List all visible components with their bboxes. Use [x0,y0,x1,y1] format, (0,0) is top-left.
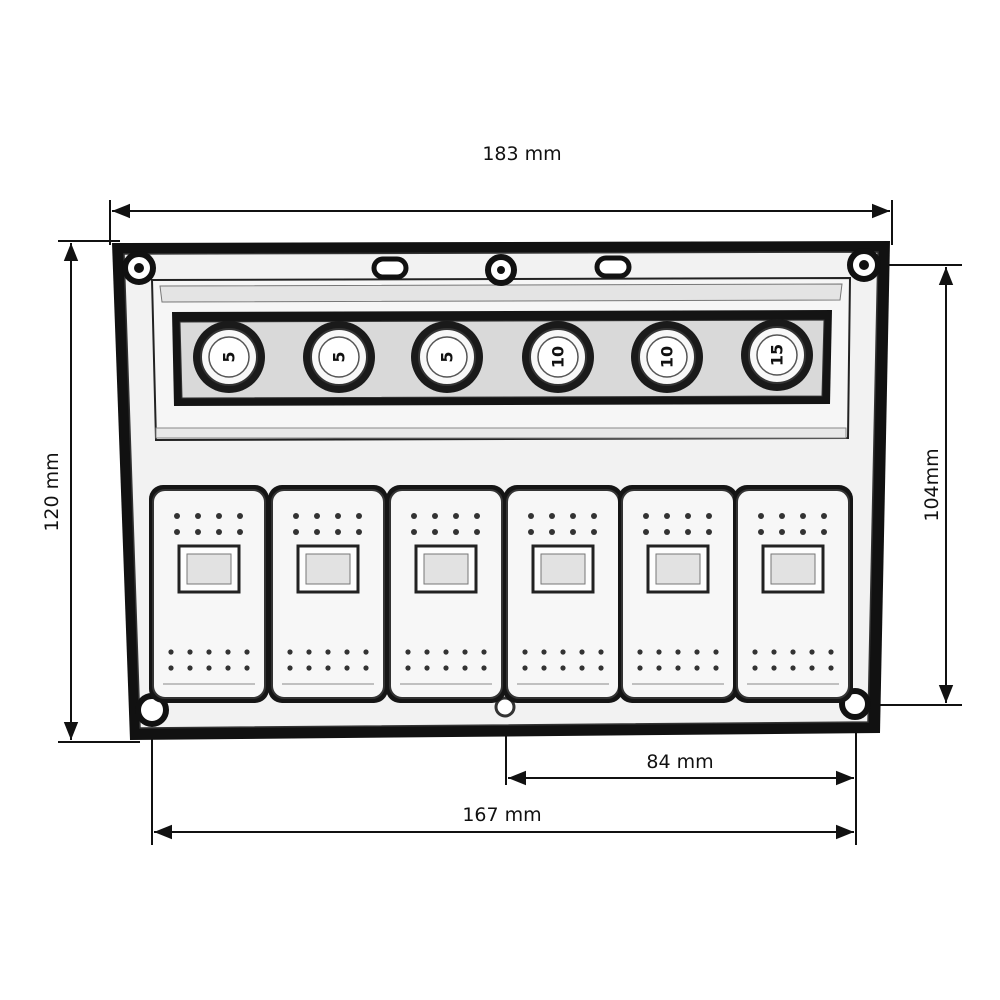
fuse-rating: 10 [549,346,568,368]
rocker-switch[interactable] [149,485,269,703]
fuse-holder: 10 [522,321,594,393]
fuse-holder: 5 [193,321,265,393]
fuse-rating: 5 [220,351,239,362]
dimension-height-104: 104mm [870,264,962,706]
mounting-slot-left [371,256,409,280]
mounting-hole-top-left [122,251,156,285]
mounting-hole-bottom-center [494,696,516,718]
rocker-body[interactable] [271,489,385,699]
mounting-slot-right [594,255,632,279]
rocker-switch[interactable] [386,485,506,703]
fuse-rating: 5 [330,351,349,362]
fuse-holder: 15 [741,319,813,391]
rocker-body[interactable] [736,489,850,699]
rocker-body[interactable] [152,489,266,699]
dimension-spacing-167: 167 mm [151,712,854,845]
dimension-height-120: 120 mm [41,240,140,743]
mounting-hole-top-right [847,248,881,282]
fuse-rating: 15 [768,344,787,366]
rocker-body[interactable] [389,489,503,699]
fuse-holder: 5 [303,321,375,393]
rocker-switch[interactable] [618,485,738,703]
mounting-hole-top-center [485,254,517,286]
dimension-label-hole-height: 104mm [921,448,943,521]
dimension-label-width: 183 mm [482,143,561,165]
dimension-label-height: 120 mm [41,452,63,531]
dimension-label-167: 167 mm [462,804,541,826]
dimension-width-183: 183 mm [109,143,893,245]
fuse-holder: 10 [631,321,703,393]
rocker-switches [149,485,853,703]
dimension-label-84: 84 mm [646,751,713,773]
fuse-rating: 5 [438,351,457,362]
rocker-switch[interactable] [503,485,623,703]
fuse-holders: 5 5 5 10 10 15 [193,319,813,393]
rocker-switch[interactable] [733,485,853,703]
fuse-holder: 5 [411,321,483,393]
rocker-switch[interactable] [268,485,388,703]
fuse-rating: 10 [658,346,677,368]
